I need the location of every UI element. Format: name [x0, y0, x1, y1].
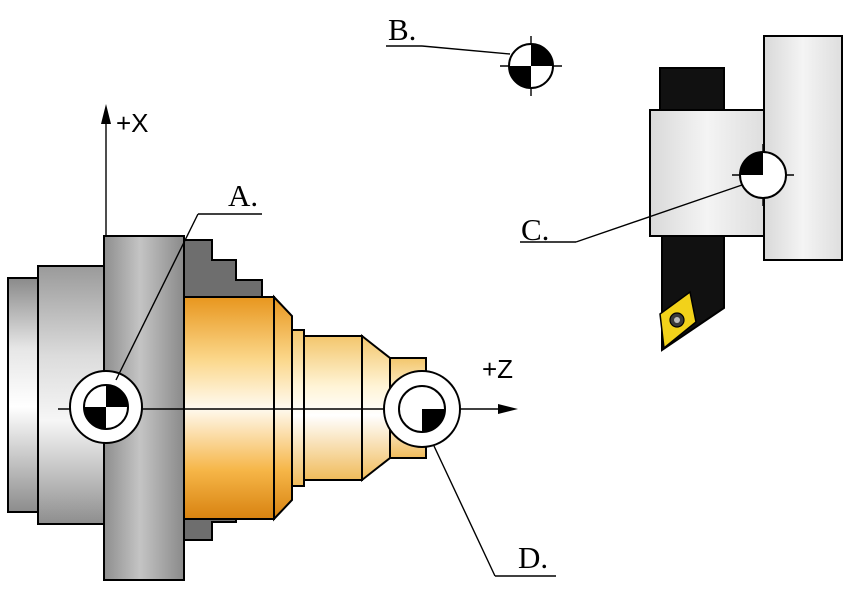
reference-point-symbol [531, 44, 553, 66]
x-axis-arrowhead [101, 104, 111, 124]
reference-point-symbol [422, 409, 445, 432]
tool-holder-assembly [649, 35, 843, 352]
leader-line-c [575, 184, 743, 243]
point-d-workpiece-zero [383, 370, 461, 448]
x-axis-label: +X [116, 108, 149, 138]
workpiece-groove [291, 329, 305, 487]
label-a: A. [228, 178, 258, 213]
point-c-tool-reference-point [732, 144, 794, 206]
point-a-machine-zero [69, 370, 143, 444]
reference-point-symbol [740, 152, 763, 175]
tool-shank-top [659, 67, 725, 113]
workpiece-main-diameter [183, 296, 275, 520]
workpiece [183, 294, 427, 522]
workpiece-step [303, 335, 363, 481]
reference-point-symbol [84, 407, 106, 429]
x-axis [101, 104, 111, 236]
workpiece-shoulder [273, 294, 293, 522]
leader-line-a [115, 213, 199, 381]
label-c: C. [521, 212, 549, 247]
turret-plate [763, 35, 843, 261]
label-b: B. [388, 12, 416, 47]
label-d: D. [518, 540, 548, 575]
z-axis-arrowhead [498, 404, 518, 414]
z-axis-label: +Z [482, 354, 513, 384]
leader-line-d [433, 445, 496, 577]
point-b-reference-point [500, 36, 562, 96]
